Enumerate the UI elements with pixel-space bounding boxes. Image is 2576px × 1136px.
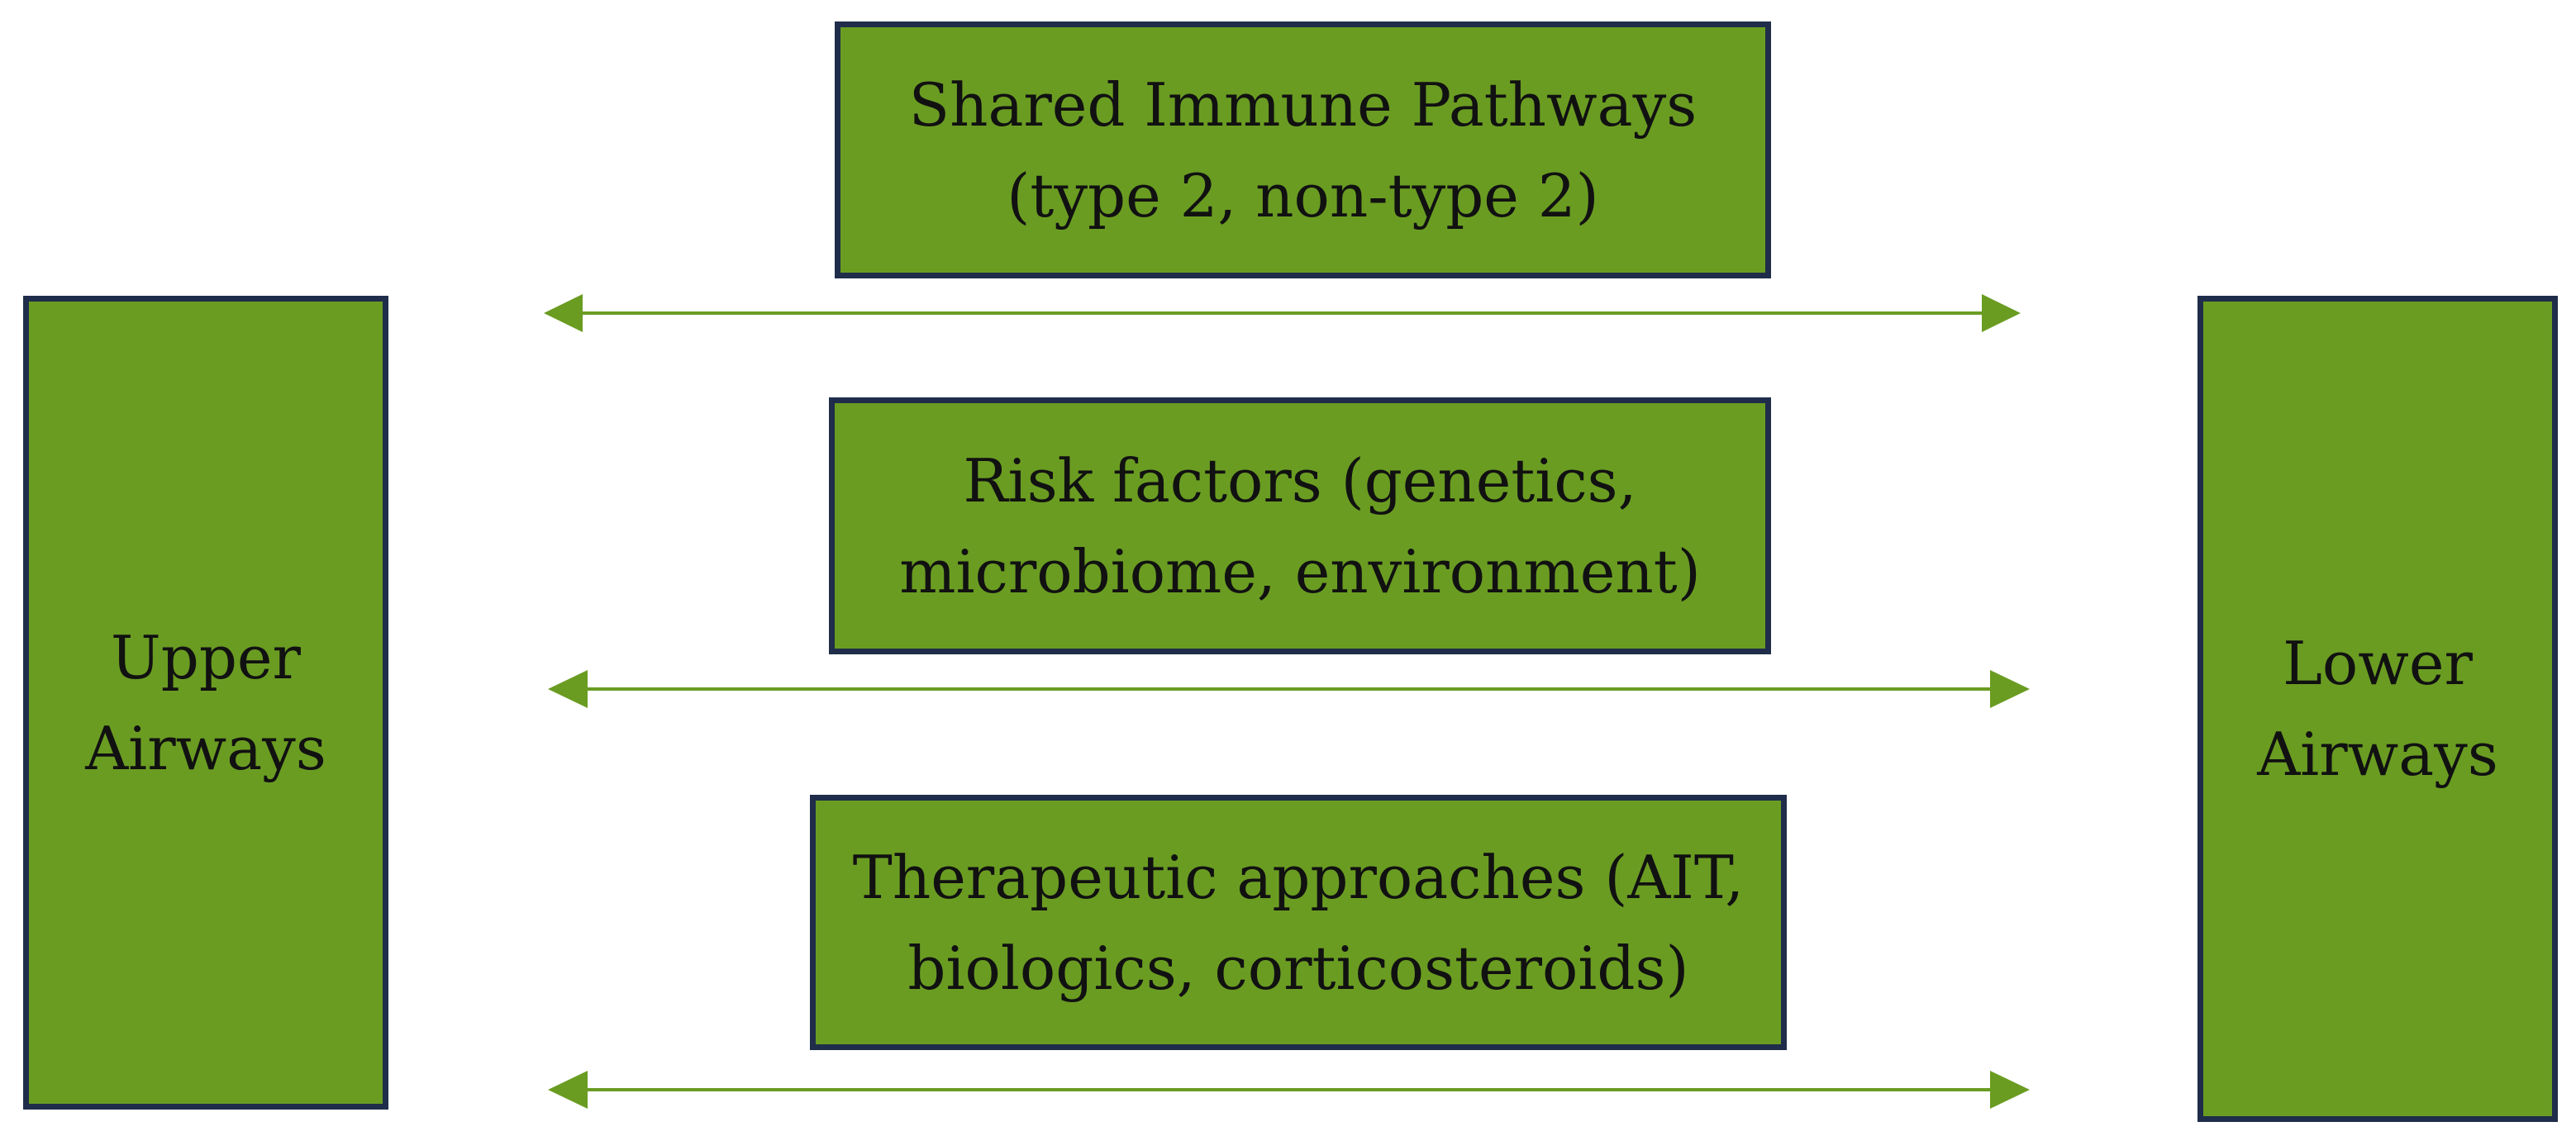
arrow-3-right-head bbox=[1990, 1071, 2030, 1109]
therapeutic-approaches-label: Therapeutic approaches (AIT, biologics, … bbox=[852, 842, 1745, 1003]
arrow-1-right-head bbox=[1982, 294, 2021, 332]
upper-airways-label: Upper Airways bbox=[85, 622, 326, 783]
risk-factors-label: Risk factors (genetics, microbiome, envi… bbox=[899, 445, 1701, 606]
arrow-2-right-head bbox=[1990, 670, 2030, 708]
arrow-1-left-head bbox=[544, 294, 583, 332]
arrow-1 bbox=[544, 294, 2021, 332]
arrow-3-left-head bbox=[548, 1071, 588, 1109]
upper-airways-box: Upper Airways bbox=[23, 296, 388, 1110]
arrow-3 bbox=[548, 1071, 2030, 1109]
shared-immune-pathways-label: Shared Immune Pathways (type 2, non-type… bbox=[908, 69, 1697, 231]
lower-airways-box: Lower Airways bbox=[2197, 296, 2558, 1122]
arrow-2 bbox=[548, 670, 2030, 708]
risk-factors-box: Risk factors (genetics, microbiome, envi… bbox=[829, 397, 1771, 654]
therapeutic-approaches-box: Therapeutic approaches (AIT, biologics, … bbox=[810, 795, 1787, 1050]
shared-immune-pathways-box: Shared Immune Pathways (type 2, non-type… bbox=[835, 21, 1771, 278]
arrow-2-left-head bbox=[548, 670, 588, 708]
lower-airways-label: Lower Airways bbox=[2257, 629, 2498, 789]
